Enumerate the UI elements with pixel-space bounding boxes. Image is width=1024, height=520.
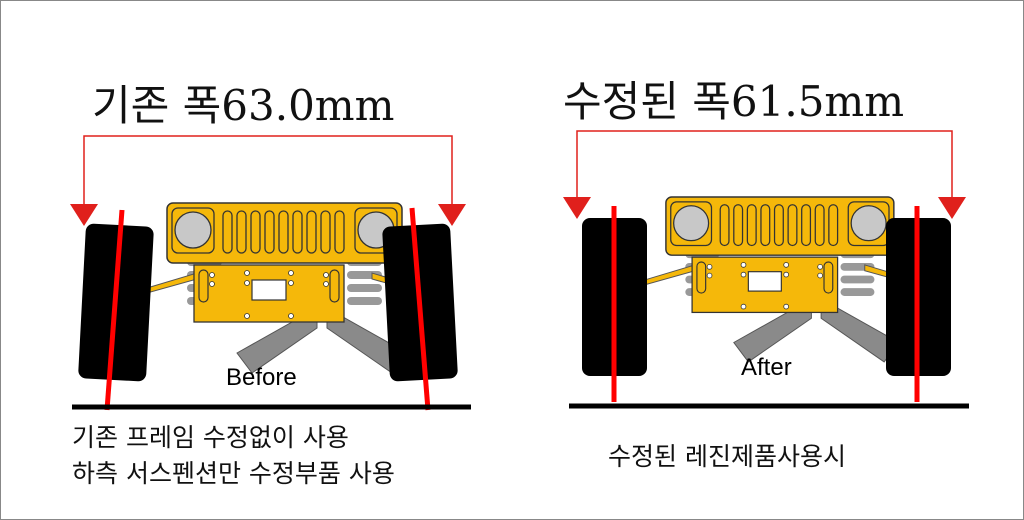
after-panel: 수정된 폭61.5mm After 수정된 레진제품사용시 <box>563 77 969 471</box>
after-description-line-1: 수정된 레진제품사용시 <box>608 442 846 471</box>
arrow-down-icon <box>563 197 591 219</box>
width-bracket <box>83 135 453 212</box>
arrow-down-icon <box>938 197 966 219</box>
arrow-down-icon <box>438 204 466 226</box>
before-caption: Before <box>226 364 297 391</box>
right-wheel-axis-line <box>409 207 431 411</box>
vehicle-front-drawing <box>645 196 914 363</box>
before-description-line-2: 하측 서스펜션만 수정부품 사용 <box>72 459 395 488</box>
vehicle-front-drawing <box>146 202 423 374</box>
before-title: 기존 폭63.0mm <box>92 81 394 130</box>
before-panel: 기존 폭63.0mm Before 기존 프레임 수정없이 사용 하측 서스펜션… <box>70 81 471 488</box>
width-bracket <box>576 130 953 205</box>
left-wheel-axis-line <box>104 209 125 411</box>
after-caption: After <box>741 354 792 381</box>
after-title: 수정된 폭61.5mm <box>563 77 904 126</box>
before-description-line-1: 기존 프레임 수정없이 사용 <box>72 423 349 452</box>
arrow-down-icon <box>70 204 98 226</box>
